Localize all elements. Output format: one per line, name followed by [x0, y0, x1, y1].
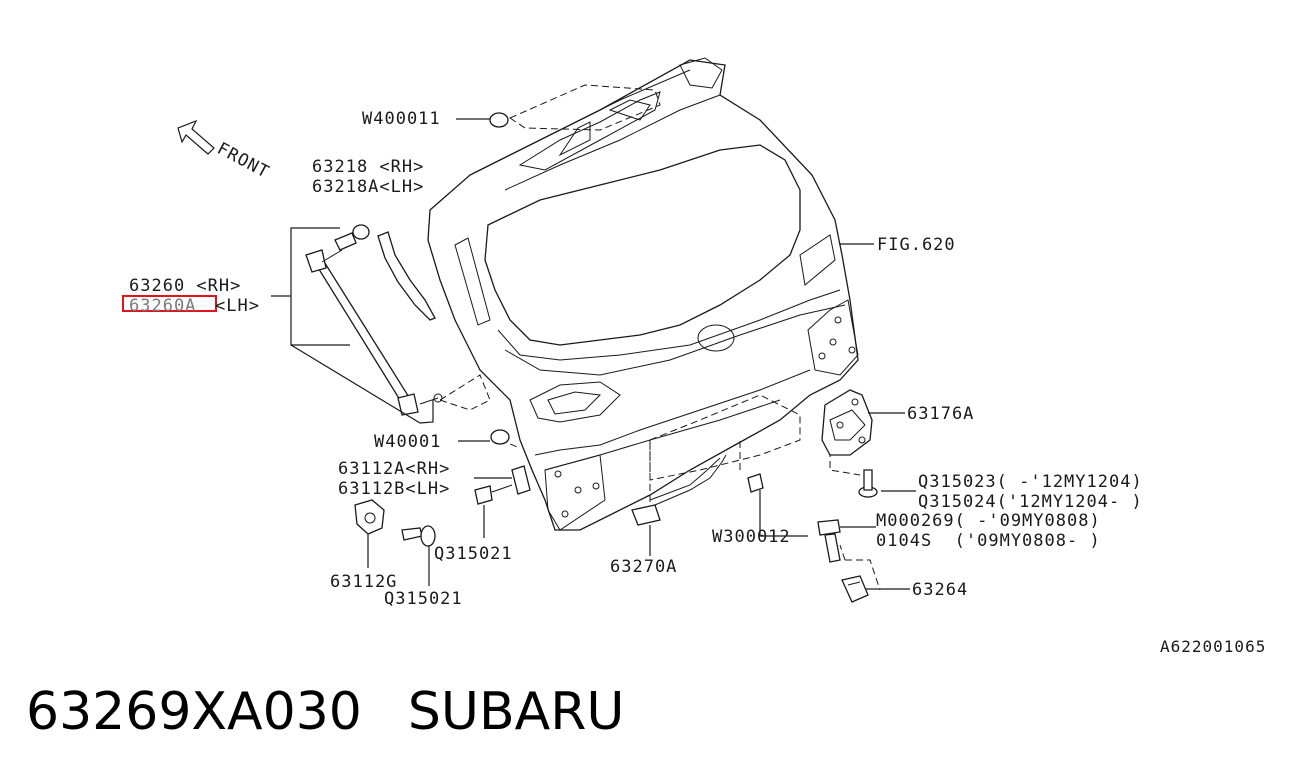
label-63260-rh: 63260 <RH>	[129, 276, 241, 296]
clip-w300012	[747, 473, 764, 493]
label-q315021-a: Q315021	[434, 544, 513, 564]
front-label: FRONT	[214, 139, 273, 183]
highlight-box-63260a	[122, 295, 217, 312]
label-w400011: W400011	[362, 109, 441, 129]
label-fig620: FIG.620	[877, 235, 956, 255]
latch-assembly	[821, 389, 873, 456]
front-arrow-icon	[177, 119, 215, 155]
label-63260a-lh: <LH>	[215, 296, 260, 316]
striker	[841, 575, 869, 603]
dashed-leaders	[438, 84, 881, 591]
label-q315021-b: Q315021	[384, 589, 463, 609]
brand-name: SUBARU	[407, 682, 625, 742]
label-63112a-rh: 63112A<RH>	[338, 459, 450, 479]
label-63260a: 63260A	[129, 296, 196, 316]
label-63176a: 63176A	[907, 404, 974, 424]
label-w300012: W300012	[712, 527, 791, 547]
latch-bolt	[858, 469, 878, 498]
label-63270a: 63270A	[610, 557, 677, 577]
label-q315023: Q315023( -'12MY1204)	[918, 472, 1143, 492]
label-63112g: 63112G	[330, 572, 397, 592]
gas-strut	[305, 249, 443, 416]
cushion-63112g	[354, 499, 385, 535]
label-w40001: W40001	[374, 432, 441, 452]
weatherstrip	[377, 231, 436, 321]
label-63264: 63264	[912, 580, 968, 600]
grommet-w40001	[490, 429, 510, 445]
handle-switch	[631, 454, 727, 526]
label-q315024: Q315024('12MY1204- )	[918, 492, 1143, 512]
label-m000269: M000269( -'09MY0808)	[876, 511, 1101, 531]
label-0104s: 0104S ('09MY0808- )	[876, 531, 1101, 551]
caption: 63269XA030 SUBARU	[26, 682, 624, 742]
bump-stop	[474, 465, 531, 505]
image-code: A622001065	[1160, 637, 1266, 656]
grommet-w400011	[489, 112, 509, 128]
label-63112b-lh: 63112B<LH>	[338, 479, 450, 499]
tailgate-body	[427, 57, 859, 531]
screw-q315021	[401, 525, 436, 547]
label-63218a-lh: 63218A<LH>	[312, 177, 424, 197]
part-number: 63269XA030	[26, 682, 362, 742]
striker-bolt	[817, 519, 841, 563]
label-63218-rh: 63218 <RH>	[312, 157, 424, 177]
strut-bolt	[334, 224, 370, 251]
leader-lines	[271, 118, 916, 590]
